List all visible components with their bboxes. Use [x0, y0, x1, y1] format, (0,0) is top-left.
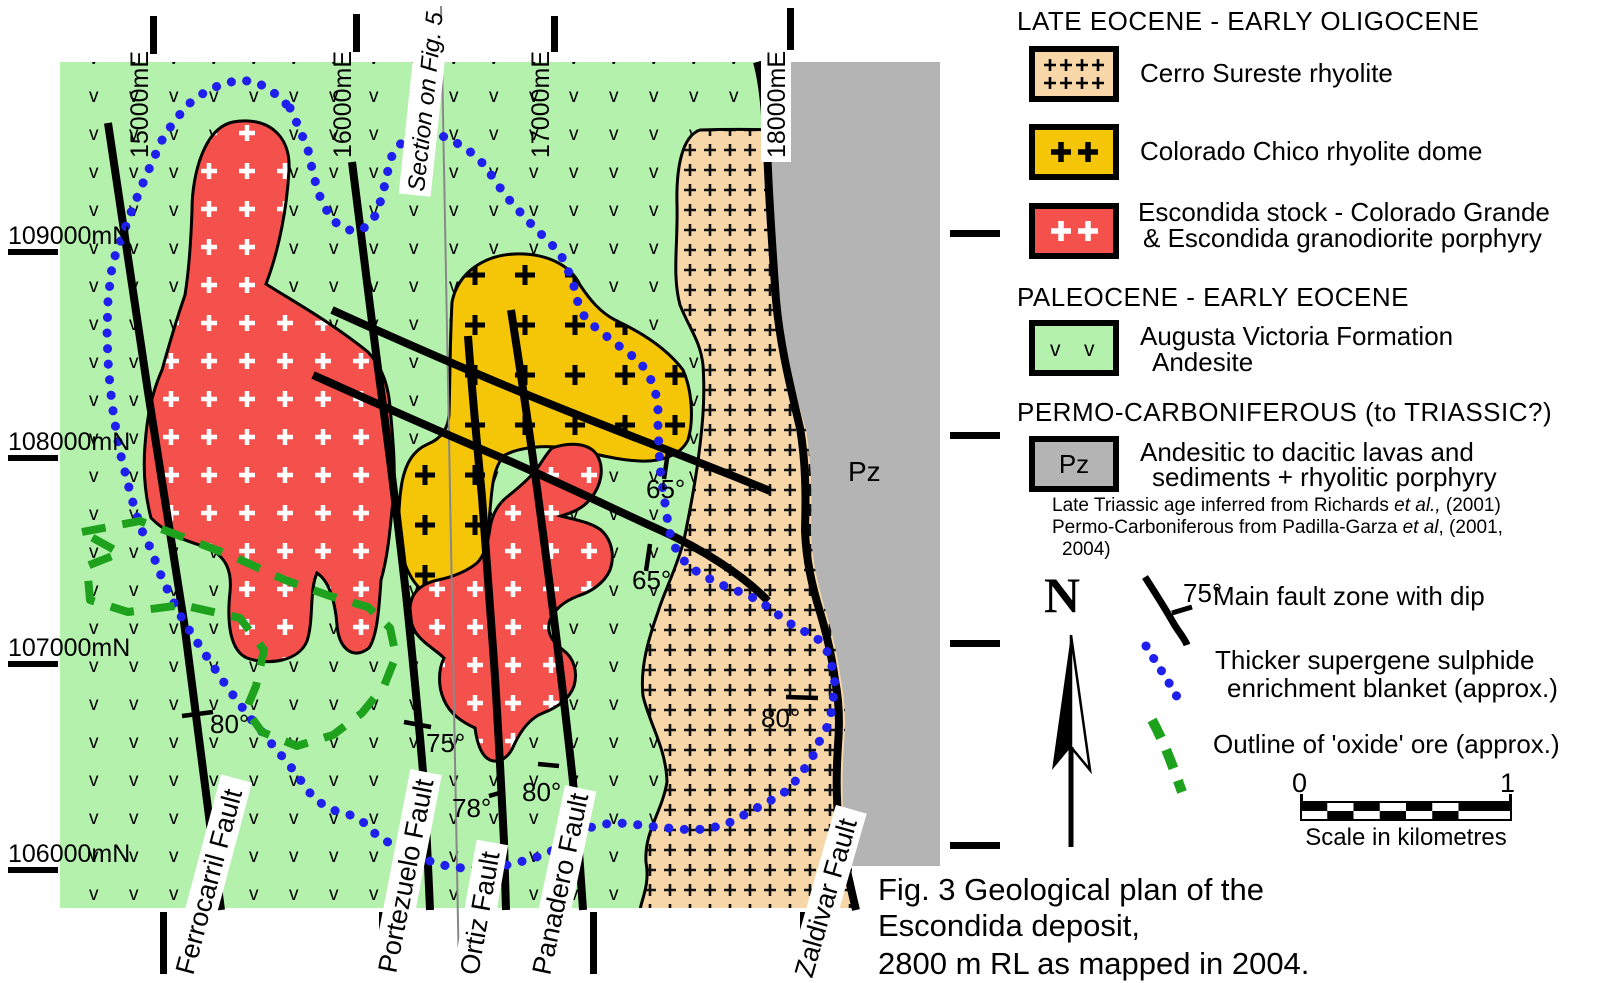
northing-tick-right — [950, 432, 1000, 439]
northing-labels: 109000mN 108000mN 107000mN 106000mN — [8, 222, 1000, 873]
northing-label-108000: 108000mN — [8, 428, 130, 456]
fault-diagonal-upper-line — [330, 306, 772, 495]
dip-label-ortiz: 78° — [452, 793, 491, 823]
easting-tick-bottom — [590, 912, 597, 974]
dip-label-portezuelo: 75° — [426, 728, 465, 758]
pz-label-line1: Andesitic to dacitic lavas and — [1140, 437, 1474, 467]
oxide-symbol-icon — [1147, 717, 1187, 794]
cerro-sureste-label: Cerro Sureste rhyolite — [1140, 58, 1393, 88]
escondida-stock-label-line2: & Escondida granodiorite porphyry — [1143, 223, 1542, 253]
svg-text:v: v — [1084, 338, 1095, 361]
escondida-stock-label-line1: Escondida stock - Colorado Grande — [1138, 197, 1550, 227]
scale-caption: Scale in kilometres — [1305, 824, 1507, 851]
easting-tick — [150, 16, 157, 54]
easting-tick — [353, 14, 360, 52]
oxide-symbol-label: Outline of 'oxide' ore (approx.) — [1213, 729, 1560, 759]
northing-tick-right — [950, 842, 1000, 849]
easting-label-15000: 15000mE — [126, 51, 154, 158]
dip-ticks — [181, 451, 819, 799]
easting-tick — [551, 16, 558, 52]
scale-one: 1 — [1500, 768, 1516, 798]
fault-symbol-label: Main fault zone with dip — [1213, 581, 1485, 611]
oxide-ore-outline — [78, 517, 400, 750]
north-arrow-icon — [1052, 634, 1092, 847]
supergene-blanket-outline — [102, 75, 840, 873]
caption-line2: 2800 m RL as mapped in 2004. Modified af… — [878, 946, 1310, 983]
easting-tick-bottom — [160, 912, 167, 974]
caption-line1: Fig. 3 Geological plan of the Escondida … — [878, 872, 1265, 943]
northing-label-109000: 109000mN — [8, 222, 130, 250]
northing-label-107000: 107000mN — [8, 634, 130, 662]
dip-label-diag-lower: 65° — [632, 565, 671, 595]
unit-pz-lavas-sediments — [770, 62, 940, 866]
scale-bar — [1300, 794, 1512, 821]
dip-labels: 80° 75° 78° 80° 65° 65° 80° — [210, 474, 800, 823]
fault-symbol-dip: 75° — [1183, 578, 1222, 608]
augusta-victoria-label-line2: Andesite — [1152, 347, 1254, 377]
scale-zero: 0 — [1292, 768, 1308, 798]
escondida-stock-swatch — [1029, 203, 1119, 259]
supergene-label-line2: enrichment blanket (approx.) — [1227, 673, 1558, 703]
svg-text:v: v — [1050, 338, 1061, 361]
pz-label-line2: sediments + rhyolitic porphyry — [1152, 462, 1497, 492]
northing-tick-left — [8, 455, 58, 461]
legend-title-late-eocene: LATE EOCENE - EARLY OLIGOCENE — [1017, 6, 1480, 36]
north-letter: N — [1044, 567, 1081, 623]
fault-ortiz-line — [464, 335, 510, 911]
fault-zaldivar-line — [753, 60, 860, 911]
dip-label-zaldivar: 80° — [761, 703, 800, 733]
easting-label-17000: 17000mE — [527, 51, 555, 158]
dip-label-panadero: 80° — [522, 777, 561, 807]
dip-label-diag-upper: 65° — [646, 474, 685, 504]
pz-swatch: Pz — [1029, 436, 1119, 492]
legend-title-paleocene: PALEOCENE - EARLY EOCENE — [1017, 282, 1410, 312]
pz-swatch-label: Pz — [1059, 449, 1089, 479]
northing-tick-right — [950, 230, 1000, 237]
colorado-chico-swatch — [1029, 124, 1119, 180]
legend-note-line1: Late Triassic age inferred from Richards… — [1052, 495, 1501, 516]
legend-title-permo-carboniferous: PERMO-CARBONIFEROUS (to TRIASSIC?) — [1017, 397, 1553, 427]
geological-map: v — [8, 2, 1000, 981]
easting-label-16000: 16000mE — [329, 51, 357, 158]
northing-tick-right — [950, 640, 1000, 647]
map-pz-label: Pz — [848, 456, 881, 487]
fault-lines — [104, 60, 860, 911]
northing-tick-left — [8, 249, 58, 255]
augusta-victoria-label-line1: Augusta Victoria Formation — [1140, 321, 1454, 351]
easting-tick — [787, 8, 794, 50]
unit-escondida-stock-west — [142, 119, 396, 664]
legend-note-line2: Permo-Carboniferous from Padilla-Garza e… — [1052, 517, 1503, 538]
supergene-label-line1: Thicker supergene sulphide — [1215, 645, 1535, 675]
northing-tick-left — [8, 661, 58, 667]
cerro-sureste-swatch — [1029, 46, 1119, 102]
easting-label-18000: 18000mE — [763, 51, 791, 158]
dip-label-ferrocarril: 80° — [210, 709, 249, 739]
easting-labels: 15000mE 16000mE 17000mE 18000mE — [126, 2, 794, 162]
figure-caption: Fig. 3 Geological plan of the Escondida … — [878, 872, 1368, 983]
section-line — [440, 5, 460, 977]
northing-tick-left — [8, 867, 58, 873]
northing-label-106000: 106000mN — [8, 840, 130, 868]
fault-ferrocarril-line — [104, 122, 225, 911]
augusta-victoria-swatch: v v — [1029, 320, 1119, 376]
fault-panadero-line — [507, 309, 587, 911]
colorado-chico-label: Colorado Chico rhyolite dome — [1140, 136, 1483, 166]
fault-diagonal-lower-line — [311, 371, 771, 604]
fault-symbol-icon: 75° — [1142, 575, 1222, 647]
legend-note-line3: 2004) — [1062, 539, 1111, 560]
supergene-symbol-icon — [1141, 641, 1187, 711]
